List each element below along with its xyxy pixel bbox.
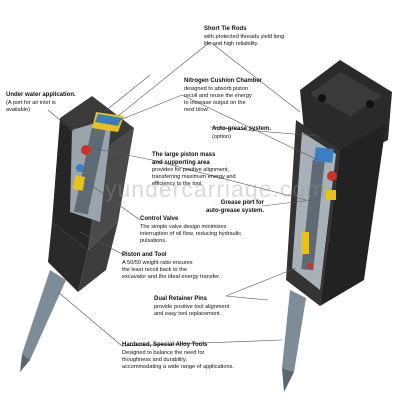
callout-title: Piston and Tool (122, 252, 167, 258)
left-tool (22, 270, 66, 360)
right-breaker (282, 60, 392, 392)
right-tool (282, 290, 306, 372)
callout-control-valve: Control Valve The simple valve design mi… (140, 216, 241, 245)
leader-lines (47, 41, 319, 347)
callout-desc: (option) (212, 133, 231, 140)
callout-desc: efficiency to the tool. (152, 181, 203, 187)
callout-title: Short Tie Rods (204, 26, 247, 32)
callout-desc: designed to absorb piston (184, 85, 249, 92)
callout-title: Grease port for (220, 200, 265, 206)
callout-title: Control Valve (140, 216, 179, 222)
callout-retainer-pins: Dual Retainer Pins provide positive tool… (154, 296, 229, 318)
callout-desc: A 50/50 weight ratio ensures (122, 259, 193, 266)
callout-desc: excavator and the ideal energy transfer. (122, 273, 221, 280)
callout-desc: life and high reliability. (204, 40, 259, 47)
callout-alloy-tools: Hardened, Special Alloy Tools Designed t… (122, 342, 234, 371)
callout-desc: Designed to balance the need for (122, 349, 205, 356)
callout-title: The large piston mass (152, 152, 216, 158)
callout-nitrogen-chamber: Nitrogen Cushion Chamber designed to abs… (184, 78, 262, 114)
callout-short-tie-rods: Short Tie Rods with protected threads yi… (204, 26, 284, 48)
callout-piston-mass: The large piston mass and supporting are… (152, 152, 236, 188)
callout-desc: available) (6, 106, 30, 113)
callout-under-water: Under water application. (A port for air… (6, 92, 76, 114)
callout-desc: with protected threads yield long (204, 33, 285, 40)
callout-auto-grease: Auto-grease system. (option) (212, 126, 271, 141)
callout-grease-port: Grease port for auto-grease system. (206, 200, 264, 215)
callout-desc: transferring maximum energy and (152, 174, 236, 180)
callout-title-line2: auto-grease system. (206, 207, 265, 214)
callout-title: Hardened, Special Alloy Tools (122, 342, 208, 348)
callout-desc: provide positive tool alignment (154, 303, 230, 310)
callout-desc: thoughness and durability, (122, 356, 187, 363)
callout-title: Nitrogen Cushion Chamber (184, 78, 263, 84)
left-breaker (20, 96, 134, 372)
callout-desc: interruption of oil flow, reducing hydra… (140, 230, 242, 237)
callout-desc: the least recoil back to the (122, 266, 187, 273)
callout-title: Under water application. (6, 92, 76, 98)
callout-desc: provides for positive alignment, (152, 167, 230, 173)
callout-title-line2: and supporting area (152, 159, 210, 166)
callout-desc: recoil and reuse the energy (184, 92, 252, 99)
callout-desc: The simple valve design minimizes (140, 223, 227, 230)
watermark-text: yundercarriage.com (105, 176, 327, 202)
callout-desc: next blow. (184, 106, 209, 113)
callout-desc: to increase output on the (184, 99, 246, 106)
callout-desc: accommodating a wide range of applicatio… (122, 363, 234, 370)
callout-title: Dual Retainer Pins (154, 296, 208, 302)
callout-desc: pulsations. (140, 237, 167, 244)
callout-desc: and easy tool replacement. (154, 310, 222, 317)
callout-title: Auto-grease system. (212, 126, 272, 132)
callout-desc: (A port for air inlet is (6, 99, 56, 106)
callout-piston-tool: Piston and Tool A 50/50 weight ratio ens… (122, 252, 220, 281)
